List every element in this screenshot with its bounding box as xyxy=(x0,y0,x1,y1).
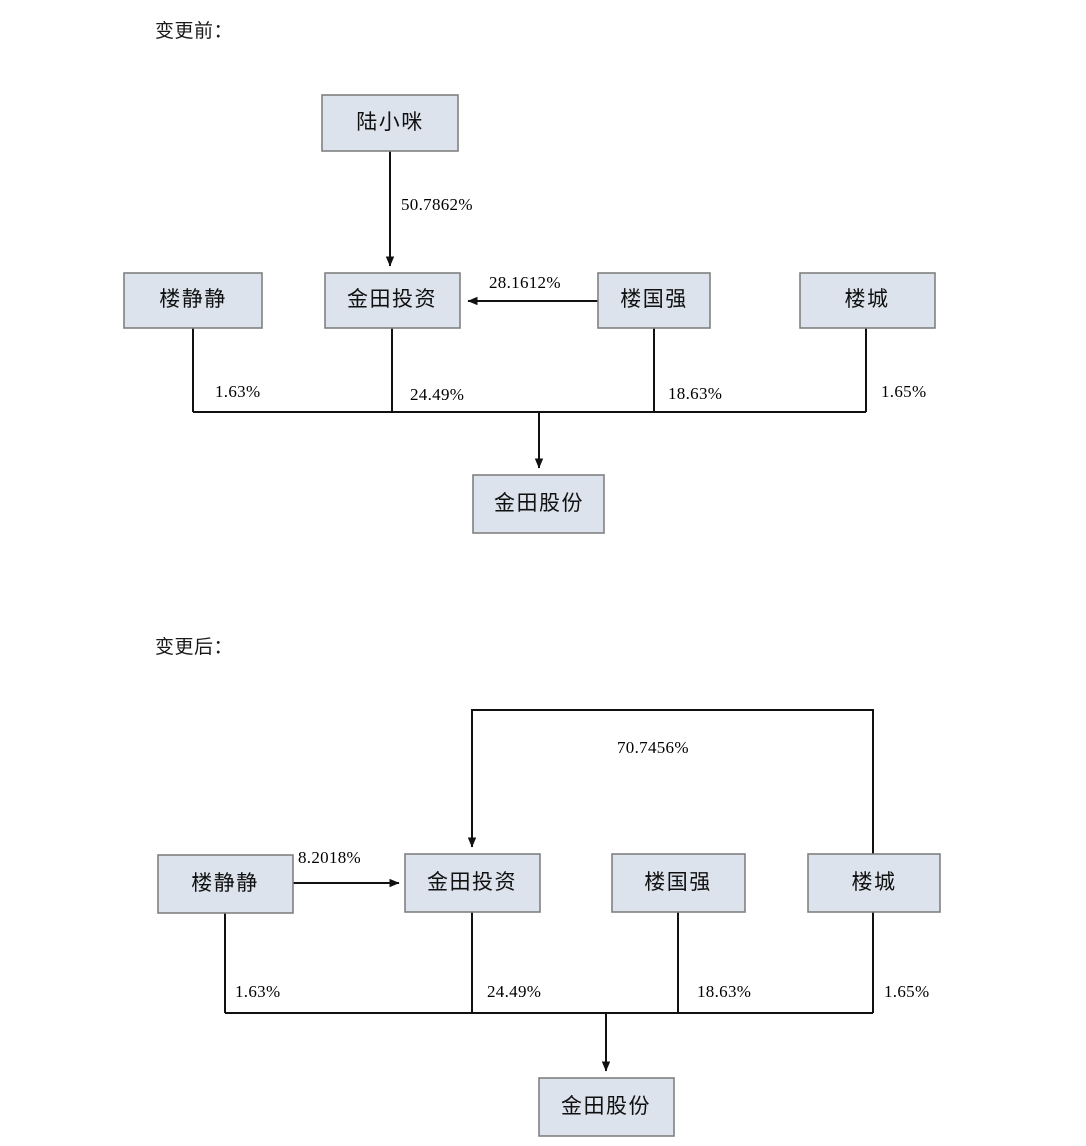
node-label-jintian-shares-after: 金田股份 xyxy=(561,1094,651,1118)
ownership-diagram-after: 70.7456% 8.2018% 1.63% 24.49% 18.63% 1.6… xyxy=(157,709,941,1137)
edge-label-18-63: 18.63% xyxy=(668,384,722,403)
node-label-jintian-investment: 金田投资 xyxy=(347,287,437,311)
edge-label-28-1612: 28.1612% xyxy=(489,273,561,292)
node-label-jintian-shares: 金田股份 xyxy=(494,491,584,515)
edge-label-24-49: 24.49% xyxy=(410,385,464,404)
node-jintian-shares[interactable]: 金田股份 xyxy=(472,474,605,534)
edge-label-1-63: 1.63% xyxy=(215,382,260,401)
node-jintian-shares-after[interactable]: 金田股份 xyxy=(538,1077,675,1137)
node-label-lou-guoqiang-after: 楼国强 xyxy=(644,870,712,894)
node-lou-guoqiang-after[interactable]: 楼国强 xyxy=(611,853,746,913)
edge-label-1-63-after: 1.63% xyxy=(235,982,280,1001)
edge-label-8-2018: 8.2018% xyxy=(298,848,361,867)
edge-label-24-49-after: 24.49% xyxy=(487,982,541,1001)
node-jintian-investment-after[interactable]: 金田投资 xyxy=(404,853,541,913)
edge-label-1-65-after: 1.65% xyxy=(884,982,929,1001)
ownership-diagram-before: 50.7862% 28.1612% 1.63% 24.49% 18.63% 1.… xyxy=(123,94,936,534)
node-label-jintian-investment-after: 金田投资 xyxy=(427,870,517,894)
edge-label-18-63-after: 18.63% xyxy=(697,982,751,1001)
node-lou-cheng[interactable]: 楼城 xyxy=(799,272,936,329)
edge-label-70-7456: 70.7456% xyxy=(617,738,689,757)
section-title-before: 变更前： xyxy=(155,21,234,42)
node-lou-cheng-after[interactable]: 楼城 xyxy=(807,853,941,913)
edge-lou-cheng-to-jintian-investment xyxy=(467,709,874,854)
edge-label-1-65: 1.65% xyxy=(881,382,926,401)
node-lu-xiaomi[interactable]: 陆小咪 xyxy=(321,94,459,152)
node-lou-guoqiang[interactable]: 楼国强 xyxy=(597,272,711,329)
node-label-lou-cheng-after: 楼城 xyxy=(852,870,897,894)
node-lou-jingjing[interactable]: 楼静静 xyxy=(123,272,263,329)
node-label-lou-cheng: 楼城 xyxy=(845,287,890,311)
section-title-after: 变更后： xyxy=(155,637,234,658)
node-jintian-investment[interactable]: 金田投资 xyxy=(324,272,461,329)
node-label-lou-guoqiang: 楼国强 xyxy=(620,287,688,311)
edge-label-50-7862: 50.7862% xyxy=(401,195,473,214)
node-lou-jingjing-after[interactable]: 楼静静 xyxy=(157,854,294,914)
node-label-lou-jingjing-after: 楼静静 xyxy=(191,871,259,895)
node-label-lu-xiaomi: 陆小咪 xyxy=(356,110,424,134)
node-label-lou-jingjing: 楼静静 xyxy=(159,287,227,311)
